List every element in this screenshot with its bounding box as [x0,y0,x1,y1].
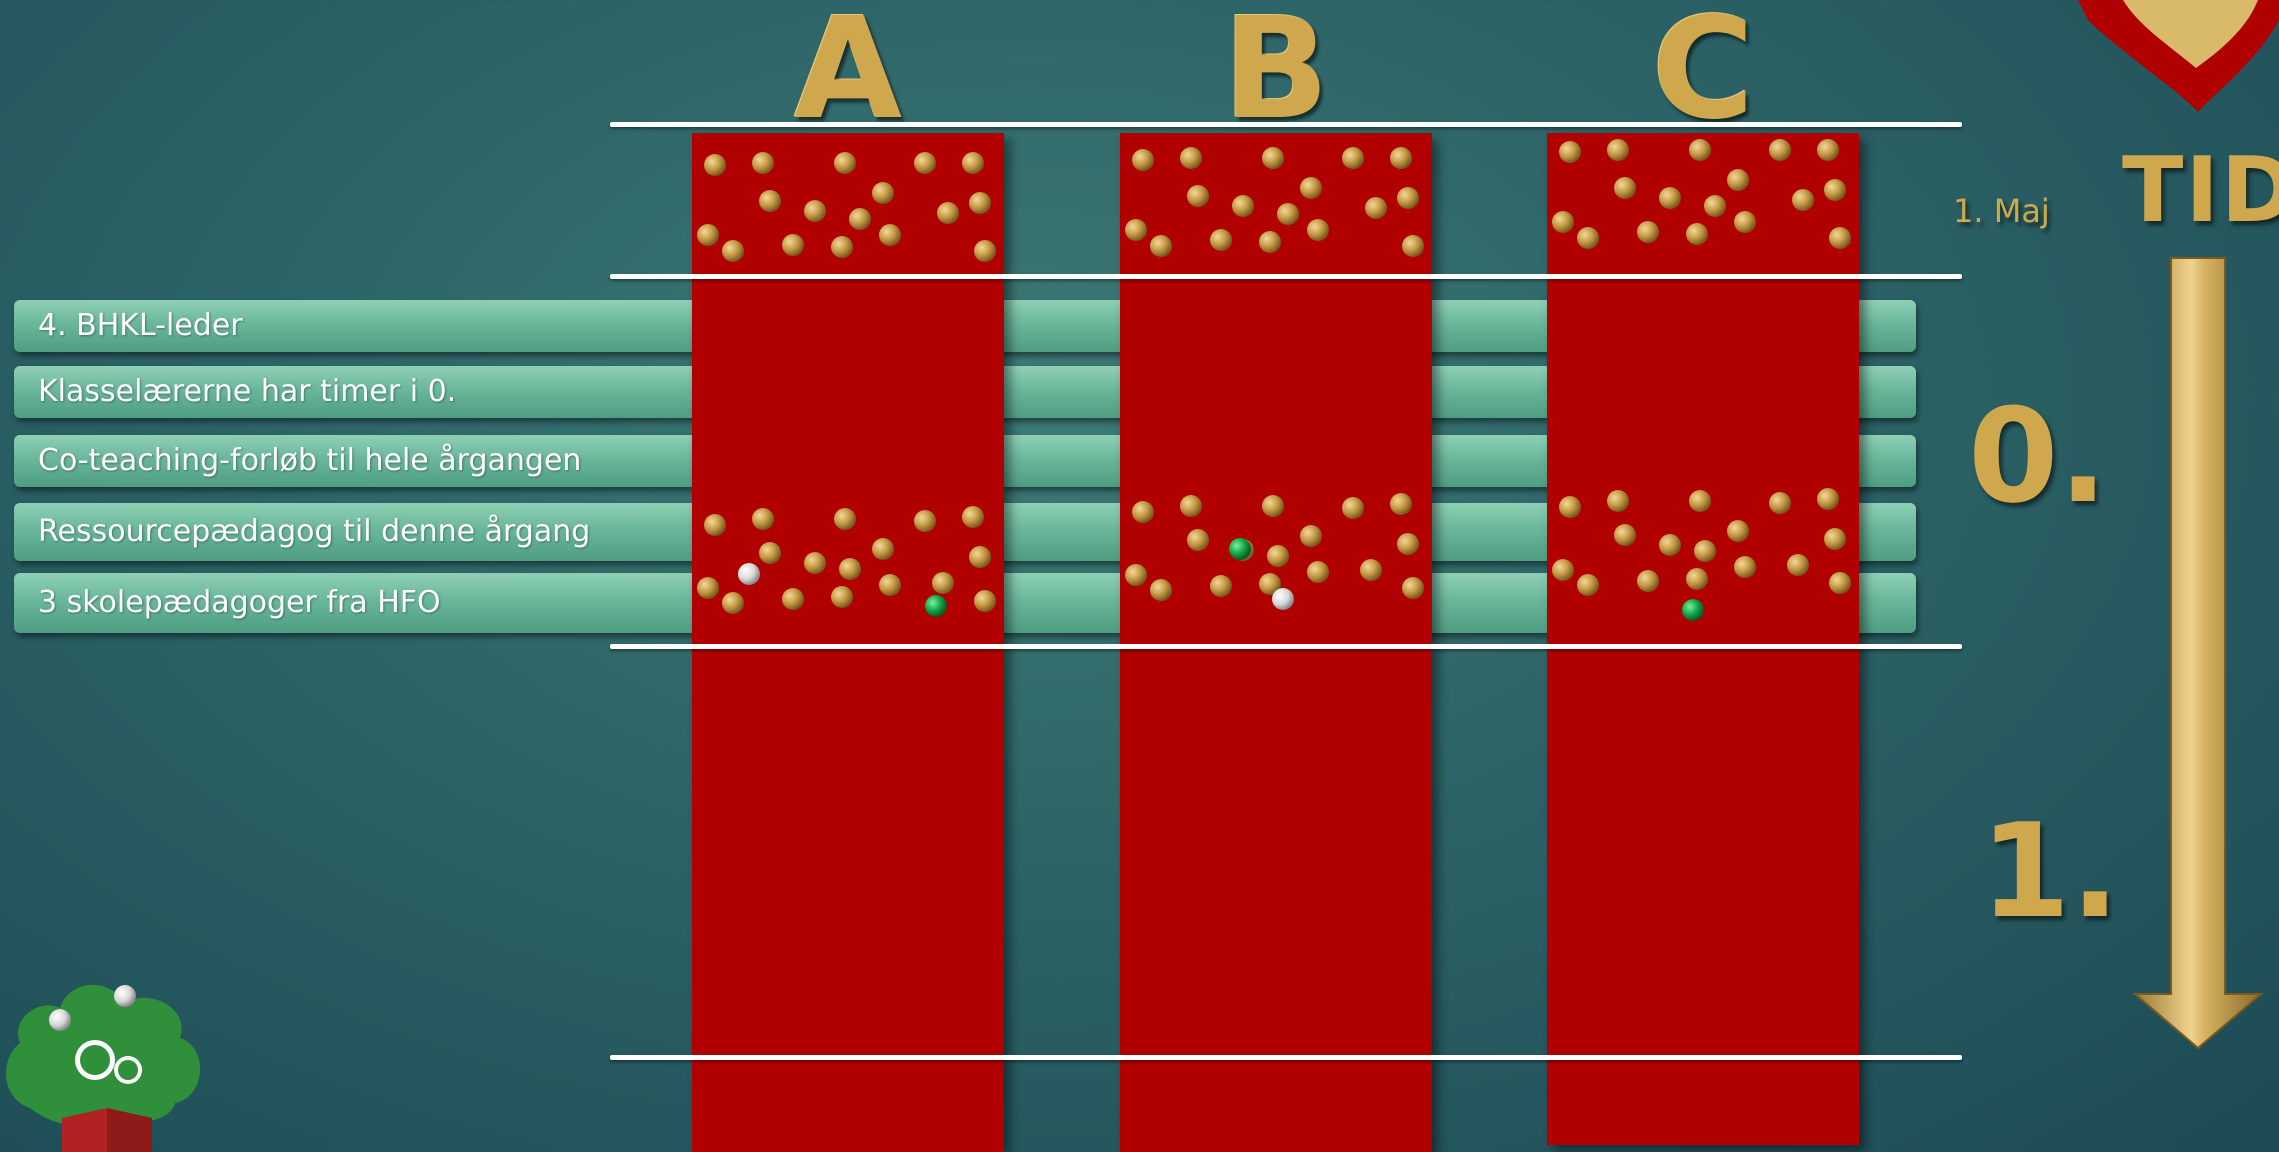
class-column-c [1547,133,1859,1145]
row-label: Klasselærerne har timer i 0. [38,366,456,418]
grade-0-label: 0. [1968,380,2108,532]
timeline-start-label: 1. Maj [1953,192,2050,230]
class-column-a [692,133,1004,1152]
class-column-b [1120,133,1432,1152]
divider-line-grade-1 [610,1055,1962,1060]
down-arrow-icon [2130,252,2266,1052]
divider-line-may [610,274,1962,279]
divider-line-grade-0 [610,644,1962,649]
divider-line-top [610,122,1962,127]
row-label: 4. BHKL-leder [38,300,243,352]
timeline-title: TID [2122,138,2279,243]
row-label: 3 skolepædagoger fra HFO [38,573,441,633]
tree-book-logo [0,948,215,1152]
heart-icon [2078,0,2279,118]
grade-1-label: 1. [1980,795,2120,947]
row-label: Ressourcepædagog til denne årgang [38,503,590,561]
row-label: Co-teaching-forløb til hele årgangen [38,435,581,487]
